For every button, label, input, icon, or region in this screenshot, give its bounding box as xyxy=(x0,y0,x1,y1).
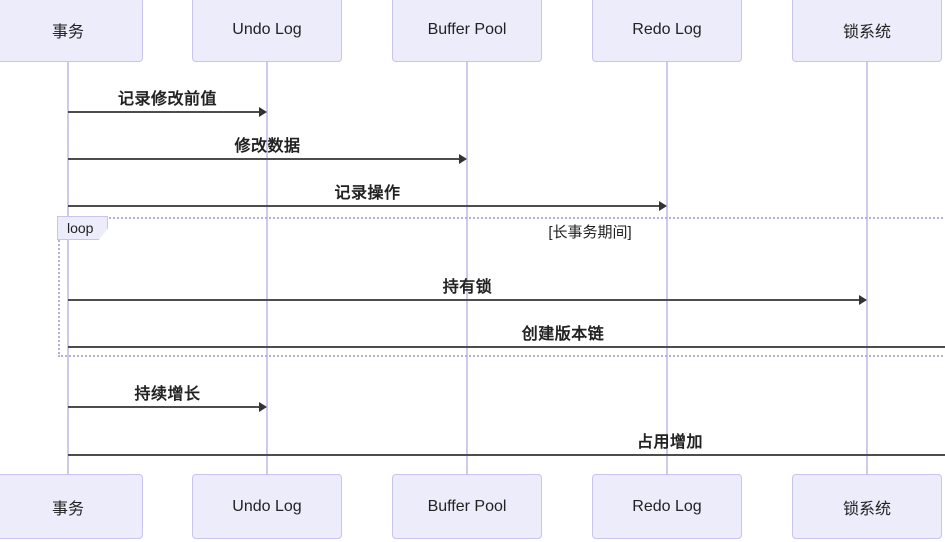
message-arrowhead-icon xyxy=(459,154,467,164)
participant-box-bottom: 事务 xyxy=(0,474,143,539)
message-line xyxy=(68,205,660,207)
message-line xyxy=(68,406,260,408)
participant-box-top: Undo Log xyxy=(192,0,342,62)
lifeline xyxy=(466,62,468,474)
message-label: 记录操作 xyxy=(334,185,401,202)
message-line xyxy=(68,346,945,348)
participant-box-bottom: Undo Log xyxy=(192,474,342,539)
participant-box-bottom: Buffer Pool xyxy=(392,474,542,539)
message-label: 创建版本链 xyxy=(521,326,605,343)
message-line xyxy=(68,111,260,113)
participant-box-top: Redo Log xyxy=(592,0,742,62)
message-label: 记录修改前值 xyxy=(117,91,218,108)
lifeline xyxy=(666,62,668,474)
participant-box-top: 锁系统 xyxy=(792,0,942,62)
participant-box-bottom: Redo Log xyxy=(592,474,742,539)
loop-fragment-label: loop xyxy=(57,216,108,240)
message-label: 持续增长 xyxy=(134,386,201,403)
message-label: 占用增加 xyxy=(636,434,704,451)
message-label: 持有锁 xyxy=(442,279,493,296)
message-line xyxy=(68,454,945,456)
lifeline xyxy=(266,62,268,474)
lifeline xyxy=(866,62,868,474)
loop-fragment-border xyxy=(58,217,945,357)
participant-box-top: Buffer Pool xyxy=(392,0,542,62)
message-label: 修改数据 xyxy=(234,138,301,155)
message-arrowhead-icon xyxy=(859,295,867,305)
message-line xyxy=(68,158,460,160)
participant-box-top: 事务 xyxy=(0,0,143,62)
participant-box-bottom: 锁系统 xyxy=(792,474,942,539)
lifeline xyxy=(67,62,69,474)
message-arrowhead-icon xyxy=(659,201,667,211)
message-line xyxy=(68,299,860,301)
message-arrowhead-icon xyxy=(259,107,267,117)
loop-fragment-condition: [长事务期间] xyxy=(548,224,632,241)
message-arrowhead-icon xyxy=(259,402,267,412)
